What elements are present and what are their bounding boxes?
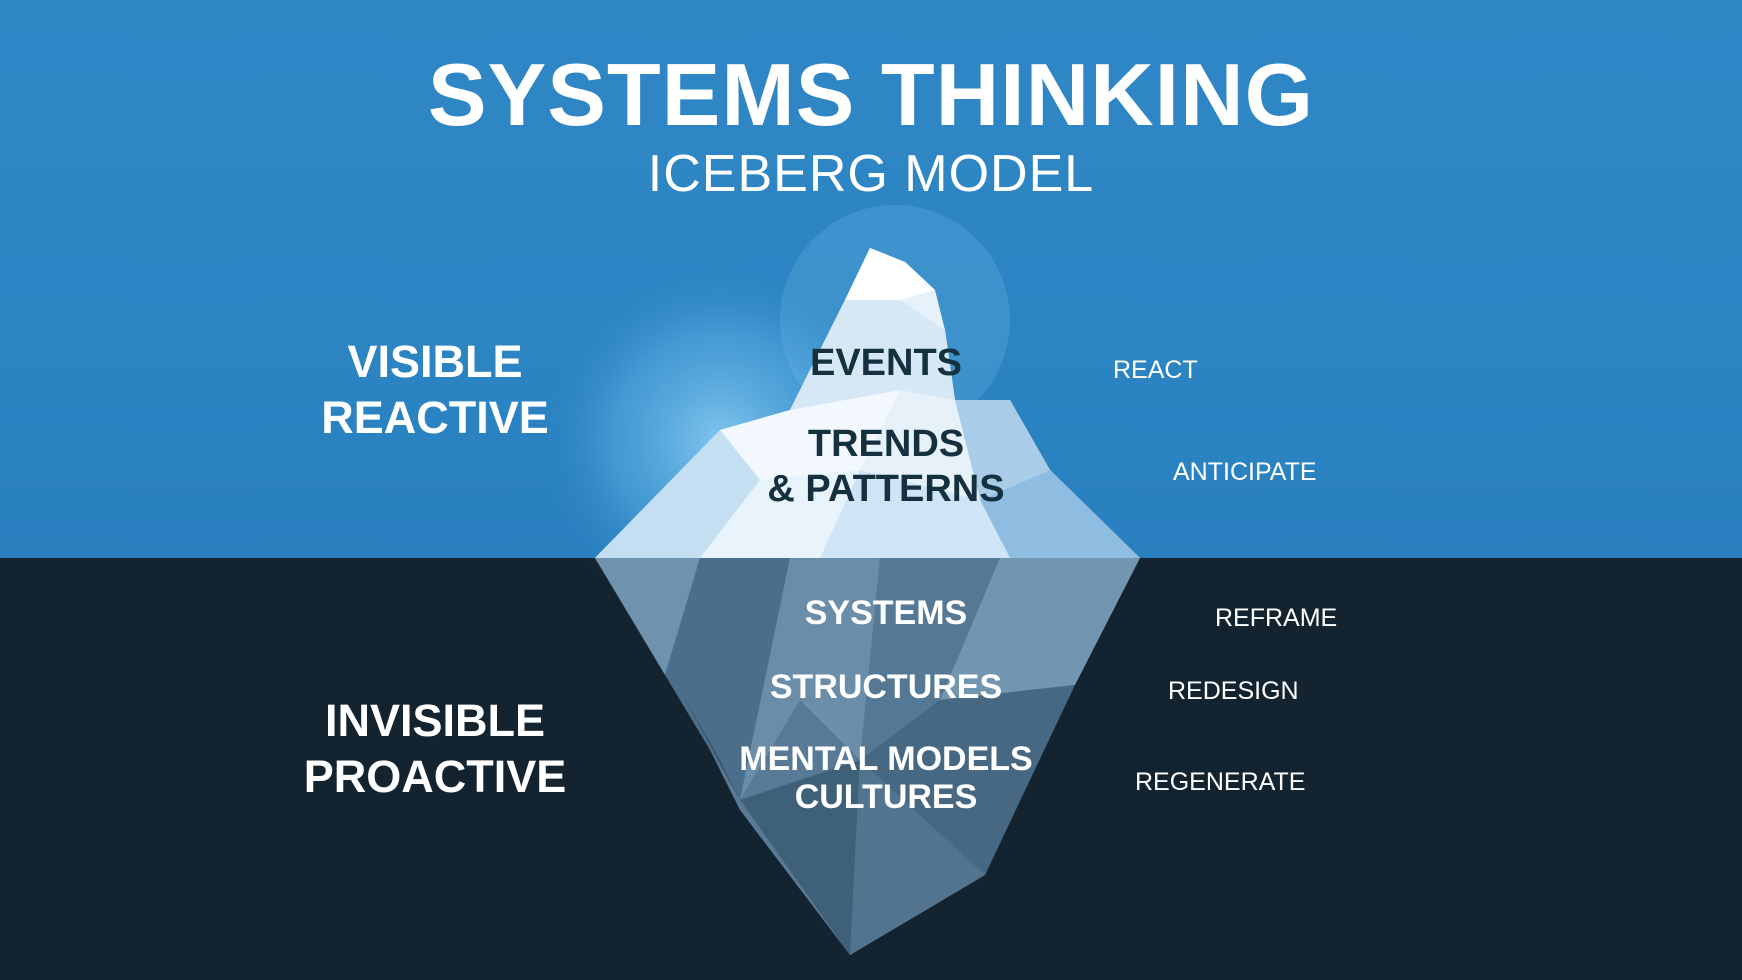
visible-ice bbox=[595, 248, 1140, 558]
level-events-label: EVENTS bbox=[809, 342, 963, 384]
level-trends-label: TRENDS & PATTERNS bbox=[686, 422, 1086, 512]
submerged-ice bbox=[595, 558, 1140, 955]
visible-zone-line2: REACTIVE bbox=[321, 392, 549, 443]
action-reframe: REFRAME bbox=[1215, 604, 1338, 632]
invisible-zone-line2: PROACTIVE bbox=[303, 751, 567, 802]
page-subtitle: ICEBERG MODEL bbox=[647, 145, 1095, 203]
visible-zone-line1: VISIBLE bbox=[347, 336, 523, 387]
level-structures-label: STRUCTURES bbox=[769, 668, 1003, 706]
level-mental-models-label: MENTAL MODELS CULTURES bbox=[686, 740, 1086, 816]
action-regenerate: REGENERATE bbox=[1135, 768, 1306, 796]
level-trends-line2: & PATTERNS bbox=[767, 468, 1005, 510]
invisible-zone-line1: INVISIBLE bbox=[324, 695, 546, 746]
page-title: SYSTEMS THINKING bbox=[427, 45, 1315, 144]
action-redesign: REDESIGN bbox=[1168, 677, 1299, 705]
level-mental-models-line1: MENTAL MODELS bbox=[739, 740, 1033, 778]
level-trends-line1: TRENDS bbox=[807, 423, 965, 465]
invisible-zone-label: INVISIBLE PROACTIVE bbox=[290, 693, 580, 805]
level-systems-label: SYSTEMS bbox=[804, 594, 968, 632]
visible-zone-label: VISIBLE REACTIVE bbox=[290, 334, 580, 446]
level-mental-models-line2: CULTURES bbox=[794, 778, 978, 816]
action-react: REACT bbox=[1113, 356, 1198, 384]
action-anticipate: ANTICIPATE bbox=[1173, 458, 1317, 486]
